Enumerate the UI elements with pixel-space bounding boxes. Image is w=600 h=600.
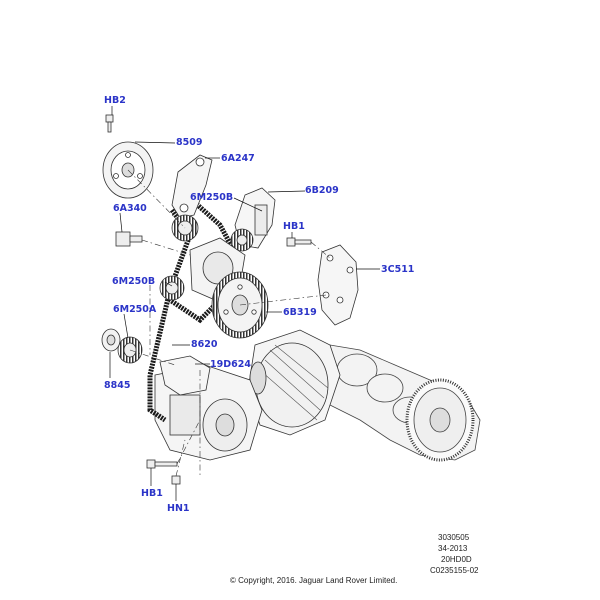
callout-6m250b-middle[interactable]: 6M250B (112, 276, 156, 287)
callout-hb2[interactable]: HB2 (104, 95, 126, 106)
callout-19d624[interactable]: 19D624 (210, 359, 251, 370)
bracket-6a247-illustration (171, 154, 213, 219)
idler-pulley-middle-illustration (159, 275, 185, 301)
bracket-19d624-illustration (159, 355, 211, 396)
bolt-hb2-illustration (105, 114, 114, 133)
alternator-illustration (247, 329, 341, 436)
bolt-6a340-illustration (115, 231, 143, 247)
callout-hn1[interactable]: HN1 (167, 503, 190, 514)
callout-6a247[interactable]: 6A247 (221, 153, 255, 164)
idler-pulley-tensioner-illustration (230, 228, 254, 252)
nut-hn1-illustration (171, 475, 181, 485)
callout-hb1-lower[interactable]: HB1 (141, 488, 163, 499)
bolt-hb1-top-illustration (286, 237, 312, 247)
illustration-code-2: 34-2013 (438, 544, 468, 553)
callout-6m250b-upper[interactable]: 6M250B (190, 192, 234, 203)
callout-6b319[interactable]: 6B319 (283, 307, 317, 318)
copyright-notice: © Copyright, 2016. Jaguar Land Rover Lim… (230, 576, 398, 585)
bracket-3c511-illustration (317, 244, 359, 326)
illustration-code-1: 3030505 (438, 533, 470, 542)
pulley-8509-illustration (102, 141, 154, 199)
bolt-hb1-bottom-illustration (146, 459, 178, 469)
callout-6a340[interactable]: 6A340 (113, 203, 147, 214)
callout-8620[interactable]: 8620 (191, 339, 218, 350)
callout-3c511[interactable]: 3C511 (381, 264, 415, 275)
callout-8509[interactable]: 8509 (176, 137, 203, 148)
callout-8845[interactable]: 8845 (104, 380, 131, 391)
callout-hb1-upper[interactable]: HB1 (283, 221, 305, 232)
assembly-centerlines (127, 169, 331, 477)
flywheel-illustration (405, 378, 475, 462)
illustration-code-3: 20HD0D (441, 555, 472, 564)
leader-lines (109, 106, 380, 501)
dust-cap-8845-illustration (101, 328, 121, 352)
illustration-code-4: C0235155-02 (430, 566, 479, 575)
callout-6m250a[interactable]: 6M250A (113, 304, 157, 315)
callout-6b209[interactable]: 6B209 (305, 185, 339, 196)
